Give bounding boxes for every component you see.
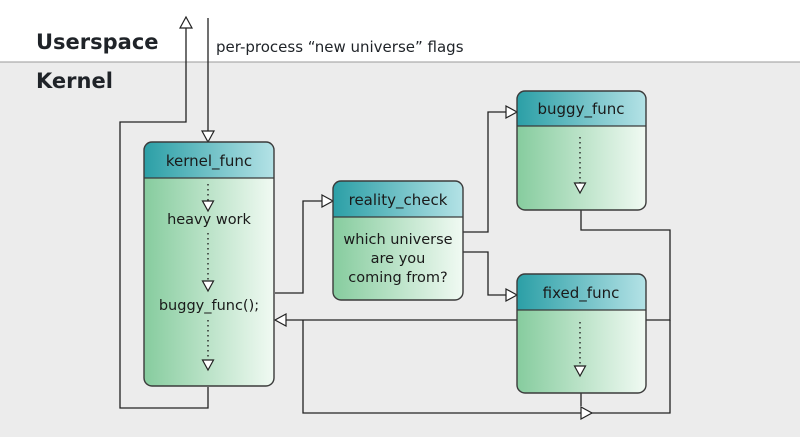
fixed-func-title: fixed_func bbox=[543, 284, 620, 303]
reality-check-box: reality_check which universe are you com… bbox=[332, 180, 464, 301]
userspace-label: Userspace bbox=[36, 30, 159, 54]
flow-arrowhead bbox=[201, 280, 215, 293]
flow-arrowhead bbox=[201, 359, 215, 372]
call-reality-check-line bbox=[275, 200, 322, 294]
fixed-func-arrowhead bbox=[505, 287, 519, 303]
to-fixed-func-line bbox=[463, 251, 506, 296]
fixed-return-arrowhead bbox=[580, 405, 594, 421]
flags-label: per-process “new universe” flags bbox=[216, 38, 464, 56]
return-to-userspace-line bbox=[119, 27, 209, 409]
reality-check-line-3: coming from? bbox=[348, 270, 447, 286]
reality-check-line-1: which universe bbox=[343, 232, 452, 248]
to-buggy-func-line bbox=[463, 111, 506, 233]
kernel-func-title: kernel_func bbox=[166, 152, 252, 171]
reality-check-line-2: are you bbox=[371, 251, 426, 267]
fixed-func-box: fixed_func bbox=[516, 273, 647, 394]
kernel-func-box: kernel_func heavy work buggy_func(); bbox=[143, 141, 275, 387]
buggy-func-arrowhead bbox=[505, 104, 519, 120]
userspace-return-arrowhead bbox=[178, 15, 194, 29]
flow-arrowhead bbox=[201, 200, 215, 213]
heavy-work-step: heavy work bbox=[167, 212, 251, 228]
userspace-zone bbox=[0, 0, 800, 62]
buggy-func-box: buggy_func bbox=[516, 90, 647, 211]
buggy-func-call-step: buggy_func(); bbox=[159, 298, 259, 314]
flow-arrowhead bbox=[573, 182, 587, 195]
reality-check-title: reality_check bbox=[349, 191, 448, 210]
kernel-label: Kernel bbox=[36, 69, 113, 93]
flow-arrowhead bbox=[573, 365, 587, 378]
kernel-func-entry-arrowhead bbox=[200, 130, 216, 144]
kernel-func-return-arrowhead bbox=[273, 312, 287, 328]
reality-check-arrowhead bbox=[321, 193, 335, 209]
buggy-func-title: buggy_func bbox=[538, 100, 625, 119]
